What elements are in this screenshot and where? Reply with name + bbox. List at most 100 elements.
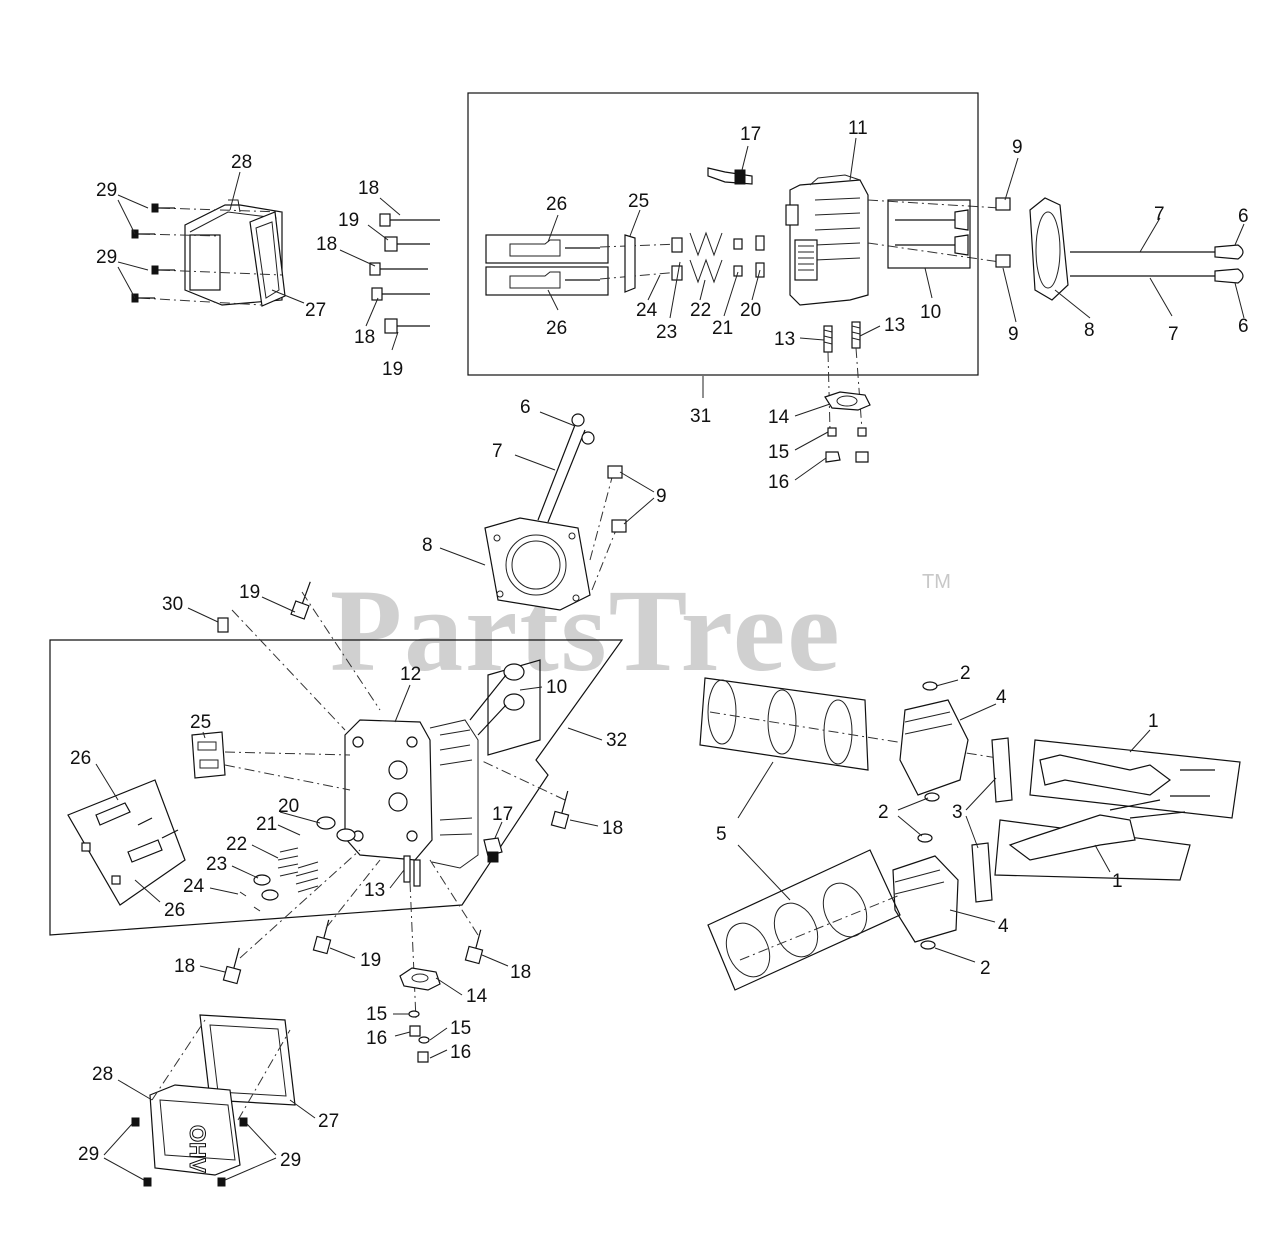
rings-panel-bottom — [707, 849, 901, 991]
callout-26-bot-a: 26 — [70, 748, 91, 769]
studs-top — [823, 321, 863, 431]
valves-bottom — [469, 659, 541, 756]
pushrods-top — [1070, 244, 1244, 284]
callout-13-top-b: 13 — [884, 315, 905, 336]
callout-6-top-a: 6 — [1238, 206, 1249, 227]
callout-11: 11 — [848, 118, 868, 139]
callout-12: 12 — [400, 664, 421, 685]
callout-18-bot-b: 18 — [174, 956, 195, 977]
callout-17-bot: 17 — [492, 804, 513, 825]
exhaust-gasket-14-top — [824, 391, 871, 463]
bolts-column-top — [369, 213, 440, 334]
callout-15-bot-b: 15 — [450, 1018, 471, 1039]
piston-bottom — [892, 833, 993, 950]
callout-28-bot: 28 — [92, 1064, 113, 1085]
cylinder-head-top — [785, 174, 1001, 306]
callout-29-bot-a: 29 — [78, 1144, 99, 1165]
callout-24-bot: 24 — [183, 876, 205, 897]
callout-4-a: 4 — [996, 687, 1007, 708]
callout-18-bot-c: 18 — [510, 962, 531, 983]
callout-2-c: 2 — [980, 958, 991, 979]
callout-10-top: 10 — [920, 302, 941, 323]
conrod-panel-top — [1029, 739, 1241, 819]
callout-9-top-b: 9 — [1008, 324, 1019, 345]
leader-lines — [95, 137, 1245, 1181]
piston-pin-top — [991, 737, 1013, 803]
piston-top — [899, 681, 969, 802]
callout-18-bot-a: 18 — [602, 818, 623, 839]
callout-7-top-a: 7 — [1154, 204, 1165, 225]
conrod-panel-bottom — [994, 799, 1191, 881]
cylinder-head-bottom — [344, 719, 479, 869]
studs-bottom — [403, 855, 421, 1021]
assembly-box-31 — [467, 92, 979, 376]
callout-5: 5 — [716, 824, 727, 845]
callout-2-b: 2 — [878, 802, 889, 823]
valve-cover-bottom: OHV — [131, 1014, 296, 1187]
callout-15-bot-a: 15 — [366, 1004, 387, 1025]
callout-19-bot-a: 19 — [239, 582, 260, 603]
callout-16-bot-b: 16 — [450, 1042, 471, 1063]
head-gasket-top — [995, 197, 1069, 301]
callout-26-bot-b: 26 — [164, 900, 185, 921]
callout-22-top: 22 — [690, 300, 711, 321]
callout-13-bot: 13 — [364, 880, 385, 901]
callout-9-top-a: 9 — [1012, 137, 1023, 158]
callout-1-a: 1 — [1148, 711, 1159, 732]
callout-3: 3 — [952, 802, 963, 823]
callout-9-mid: 9 — [656, 486, 667, 507]
callout-17-top: 17 — [740, 124, 761, 145]
callout-18-top-b: 18 — [316, 234, 337, 255]
callout-32: 32 — [606, 730, 627, 751]
rings-panel-top — [699, 677, 1011, 771]
callout-14-bot: 14 — [466, 986, 488, 1007]
callout-8-mid: 8 — [422, 535, 433, 556]
callout-19-bot-b: 19 — [360, 950, 381, 971]
callout-31: 31 — [690, 406, 711, 427]
head-gasket-middle — [484, 465, 627, 611]
callout-22-bot: 22 — [226, 834, 247, 855]
callout-6-top-b: 6 — [1238, 316, 1249, 337]
valve-springs-top — [624, 231, 765, 293]
callout-2-a: 2 — [960, 663, 971, 684]
callout-16-bot-a: 16 — [366, 1028, 387, 1049]
callout-14-top: 14 — [768, 407, 790, 428]
watermark-trademark: TM — [922, 571, 951, 593]
callout-29-top-a: 29 — [96, 180, 117, 201]
callout-8-top: 8 — [1084, 320, 1095, 341]
pushrods-middle — [537, 413, 595, 523]
callout-24-top: 24 — [636, 300, 658, 321]
svg-text:OHV: OHV — [185, 1125, 210, 1173]
callout-26-top-b: 26 — [546, 318, 567, 339]
valve-cover-top — [131, 199, 286, 307]
callout-13-top-a: 13 — [774, 329, 795, 350]
callout-23-bot: 23 — [206, 854, 227, 875]
callout-1-b: 1 — [1112, 871, 1123, 892]
callout-26-top-a: 26 — [546, 194, 567, 215]
callout-10-bot: 10 — [546, 677, 567, 698]
exhaust-gasket-14-bottom — [399, 967, 441, 1063]
callout-7-top-b: 7 — [1168, 324, 1179, 345]
callout-25-top: 25 — [628, 191, 649, 212]
callout-labels: 28 29 29 27 18 19 18 18 19 26 26 25 17 1… — [70, 118, 1249, 1171]
callout-19-top-b: 19 — [382, 359, 403, 380]
callout-30: 30 — [162, 594, 183, 615]
bolts-bottom — [217, 581, 570, 985]
callout-25-bot: 25 — [190, 712, 211, 733]
callout-19-top-a: 19 — [338, 210, 359, 231]
callout-29-bot-b: 29 — [280, 1150, 301, 1171]
callout-29-top-b: 29 — [96, 247, 117, 268]
callout-18-top-c: 18 — [354, 327, 375, 348]
callout-4-b: 4 — [998, 916, 1009, 937]
callout-23-top: 23 — [656, 322, 677, 343]
callout-6-mid: 6 — [520, 397, 531, 418]
valves-top — [887, 199, 971, 269]
callout-15-top: 15 — [768, 442, 789, 463]
callout-21-bot: 21 — [256, 814, 277, 835]
callout-27-top: 27 — [305, 300, 326, 321]
rocker-arm-panels-top — [485, 234, 681, 296]
rocker-plate-25 — [191, 731, 351, 791]
rocker-arms-bottom — [67, 779, 186, 906]
callout-27-bot: 27 — [318, 1111, 339, 1132]
